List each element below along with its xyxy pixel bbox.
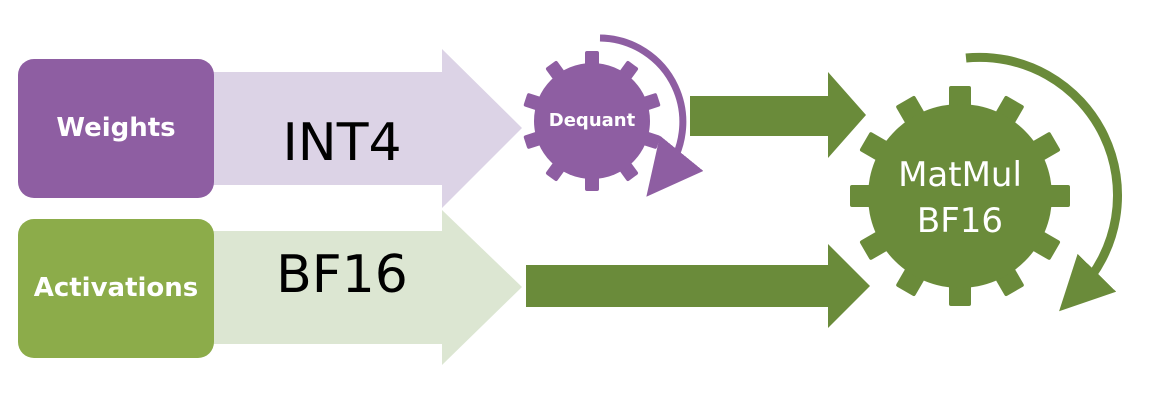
- weights-box: [18, 59, 214, 198]
- matmul-gear-tooth: [1046, 185, 1070, 207]
- dequant-label: Dequant: [549, 110, 636, 131]
- activations-row: Activations BF16: [18, 210, 522, 365]
- weights-row: Weights INT4: [18, 49, 522, 208]
- dequant-gear-body: [534, 63, 650, 179]
- matmul-rotation-arrow: [965, 52, 1123, 312]
- activations-box: [18, 219, 214, 358]
- weights-format-label: INT4: [282, 113, 401, 173]
- matmul-gear-body: [868, 104, 1052, 288]
- matmul-label-line2: BF16: [917, 201, 1003, 241]
- matmul-gear: MatMul BF16: [850, 86, 1070, 306]
- matmul-gear-tooth: [850, 185, 874, 207]
- dequant-rotation-arrow: [599, 34, 704, 197]
- weights-label: Weights: [56, 113, 175, 143]
- weights-int4-arrow: [212, 49, 522, 208]
- activations-bf16-arrow: [212, 210, 522, 365]
- activations-to-matmul-arrow: [526, 244, 870, 328]
- activations-label: Activations: [34, 273, 199, 303]
- matmul-gear-tooth: [949, 86, 971, 110]
- dequant-to-matmul-arrow: [690, 72, 866, 158]
- matmul-label-line1: MatMul: [898, 155, 1022, 195]
- matmul-gear-tooth: [949, 282, 971, 306]
- activations-format-label: BF16: [276, 245, 408, 305]
- dequant-gear: Dequant: [523, 51, 661, 191]
